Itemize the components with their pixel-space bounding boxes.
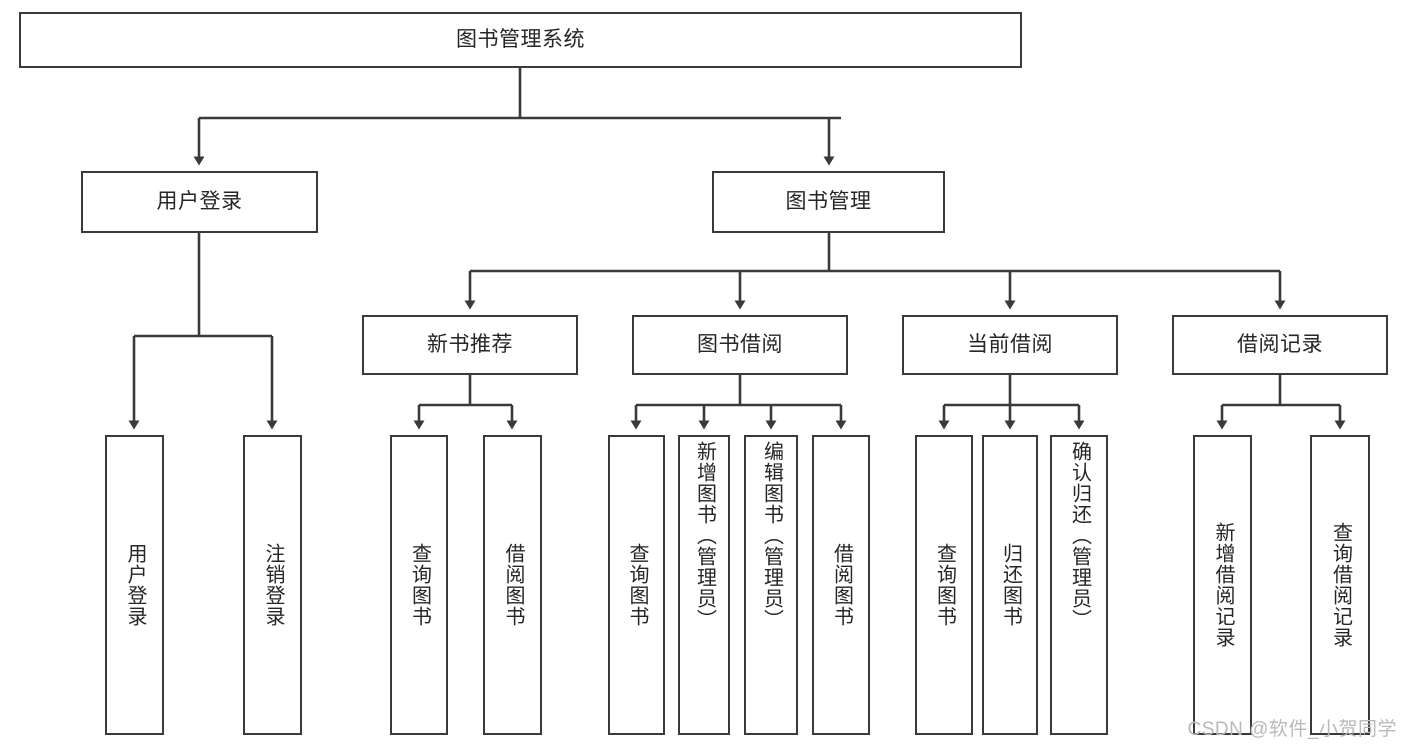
node-leaf-query-borrow-record[interactable]: 查询借阅记录 <box>1310 435 1370 735</box>
node-leaf-return-book[interactable]: 归还图书 <box>982 435 1038 735</box>
node-leaf-user-login-label: 用户登录 <box>124 543 146 627</box>
node-leaf-query-book-3-label: 查询图书 <box>933 543 956 627</box>
node-leaf-borrow-book-2-label: 借阅图书 <box>830 543 853 627</box>
node-new-book-recommend-label: 新书推荐 <box>427 332 513 356</box>
node-leaf-add-borrow-record[interactable]: 新增借阅记录 <box>1193 435 1252 735</box>
node-book-borrow-label: 图书借阅 <box>697 332 783 356</box>
node-leaf-confirm-return[interactable]: 确认归还（管理员） <box>1050 435 1108 735</box>
node-leaf-add-borrow-record-label: 新增借阅记录 <box>1212 522 1234 648</box>
node-leaf-query-book-2[interactable]: 查询图书 <box>608 435 665 735</box>
node-user-login[interactable]: 用户登录 <box>81 171 318 233</box>
node-leaf-add-book[interactable]: 新增图书（管理员） <box>678 435 730 735</box>
node-book-borrow[interactable]: 图书借阅 <box>632 315 848 375</box>
node-root-system[interactable]: 图书管理系统 <box>19 12 1022 68</box>
node-leaf-query-book-3[interactable]: 查询图书 <box>915 435 973 735</box>
node-leaf-query-book-1-label: 查询图书 <box>408 543 431 627</box>
node-user-login-label: 用户登录 <box>156 189 243 213</box>
node-leaf-edit-book[interactable]: 编辑图书（管理员） <box>744 435 798 735</box>
node-current-borrow-label: 当前借阅 <box>967 332 1053 356</box>
node-leaf-borrow-book-1[interactable]: 借阅图书 <box>483 435 542 735</box>
node-new-book-recommend[interactable]: 新书推荐 <box>362 315 578 375</box>
node-book-manage-label: 图书管理 <box>785 189 872 213</box>
node-borrow-record-label: 借阅记录 <box>1237 332 1323 356</box>
node-leaf-query-book-2-label: 查询图书 <box>626 543 648 627</box>
node-leaf-logout[interactable]: 注销登录 <box>243 435 302 735</box>
node-book-manage[interactable]: 图书管理 <box>712 171 945 233</box>
node-leaf-borrow-book-1-label: 借阅图书 <box>502 543 524 627</box>
node-leaf-return-book-label: 归还图书 <box>999 543 1022 627</box>
node-leaf-confirm-return-label: 确认归还（管理员） <box>1068 441 1091 630</box>
node-leaf-query-borrow-record-label: 查询借阅记录 <box>1329 522 1352 648</box>
node-leaf-query-book-1[interactable]: 查询图书 <box>390 435 448 735</box>
node-leaf-logout-label: 注销登录 <box>262 543 284 627</box>
node-leaf-add-book-label: 新增图书（管理员） <box>693 441 716 630</box>
node-leaf-user-login[interactable]: 用户登录 <box>105 435 164 735</box>
node-leaf-edit-book-label: 编辑图书（管理员） <box>760 441 783 630</box>
node-root-label: 图书管理系统 <box>456 27 585 51</box>
node-current-borrow[interactable]: 当前借阅 <box>902 315 1118 375</box>
node-borrow-record[interactable]: 借阅记录 <box>1172 315 1388 375</box>
node-leaf-borrow-book-2[interactable]: 借阅图书 <box>812 435 870 735</box>
